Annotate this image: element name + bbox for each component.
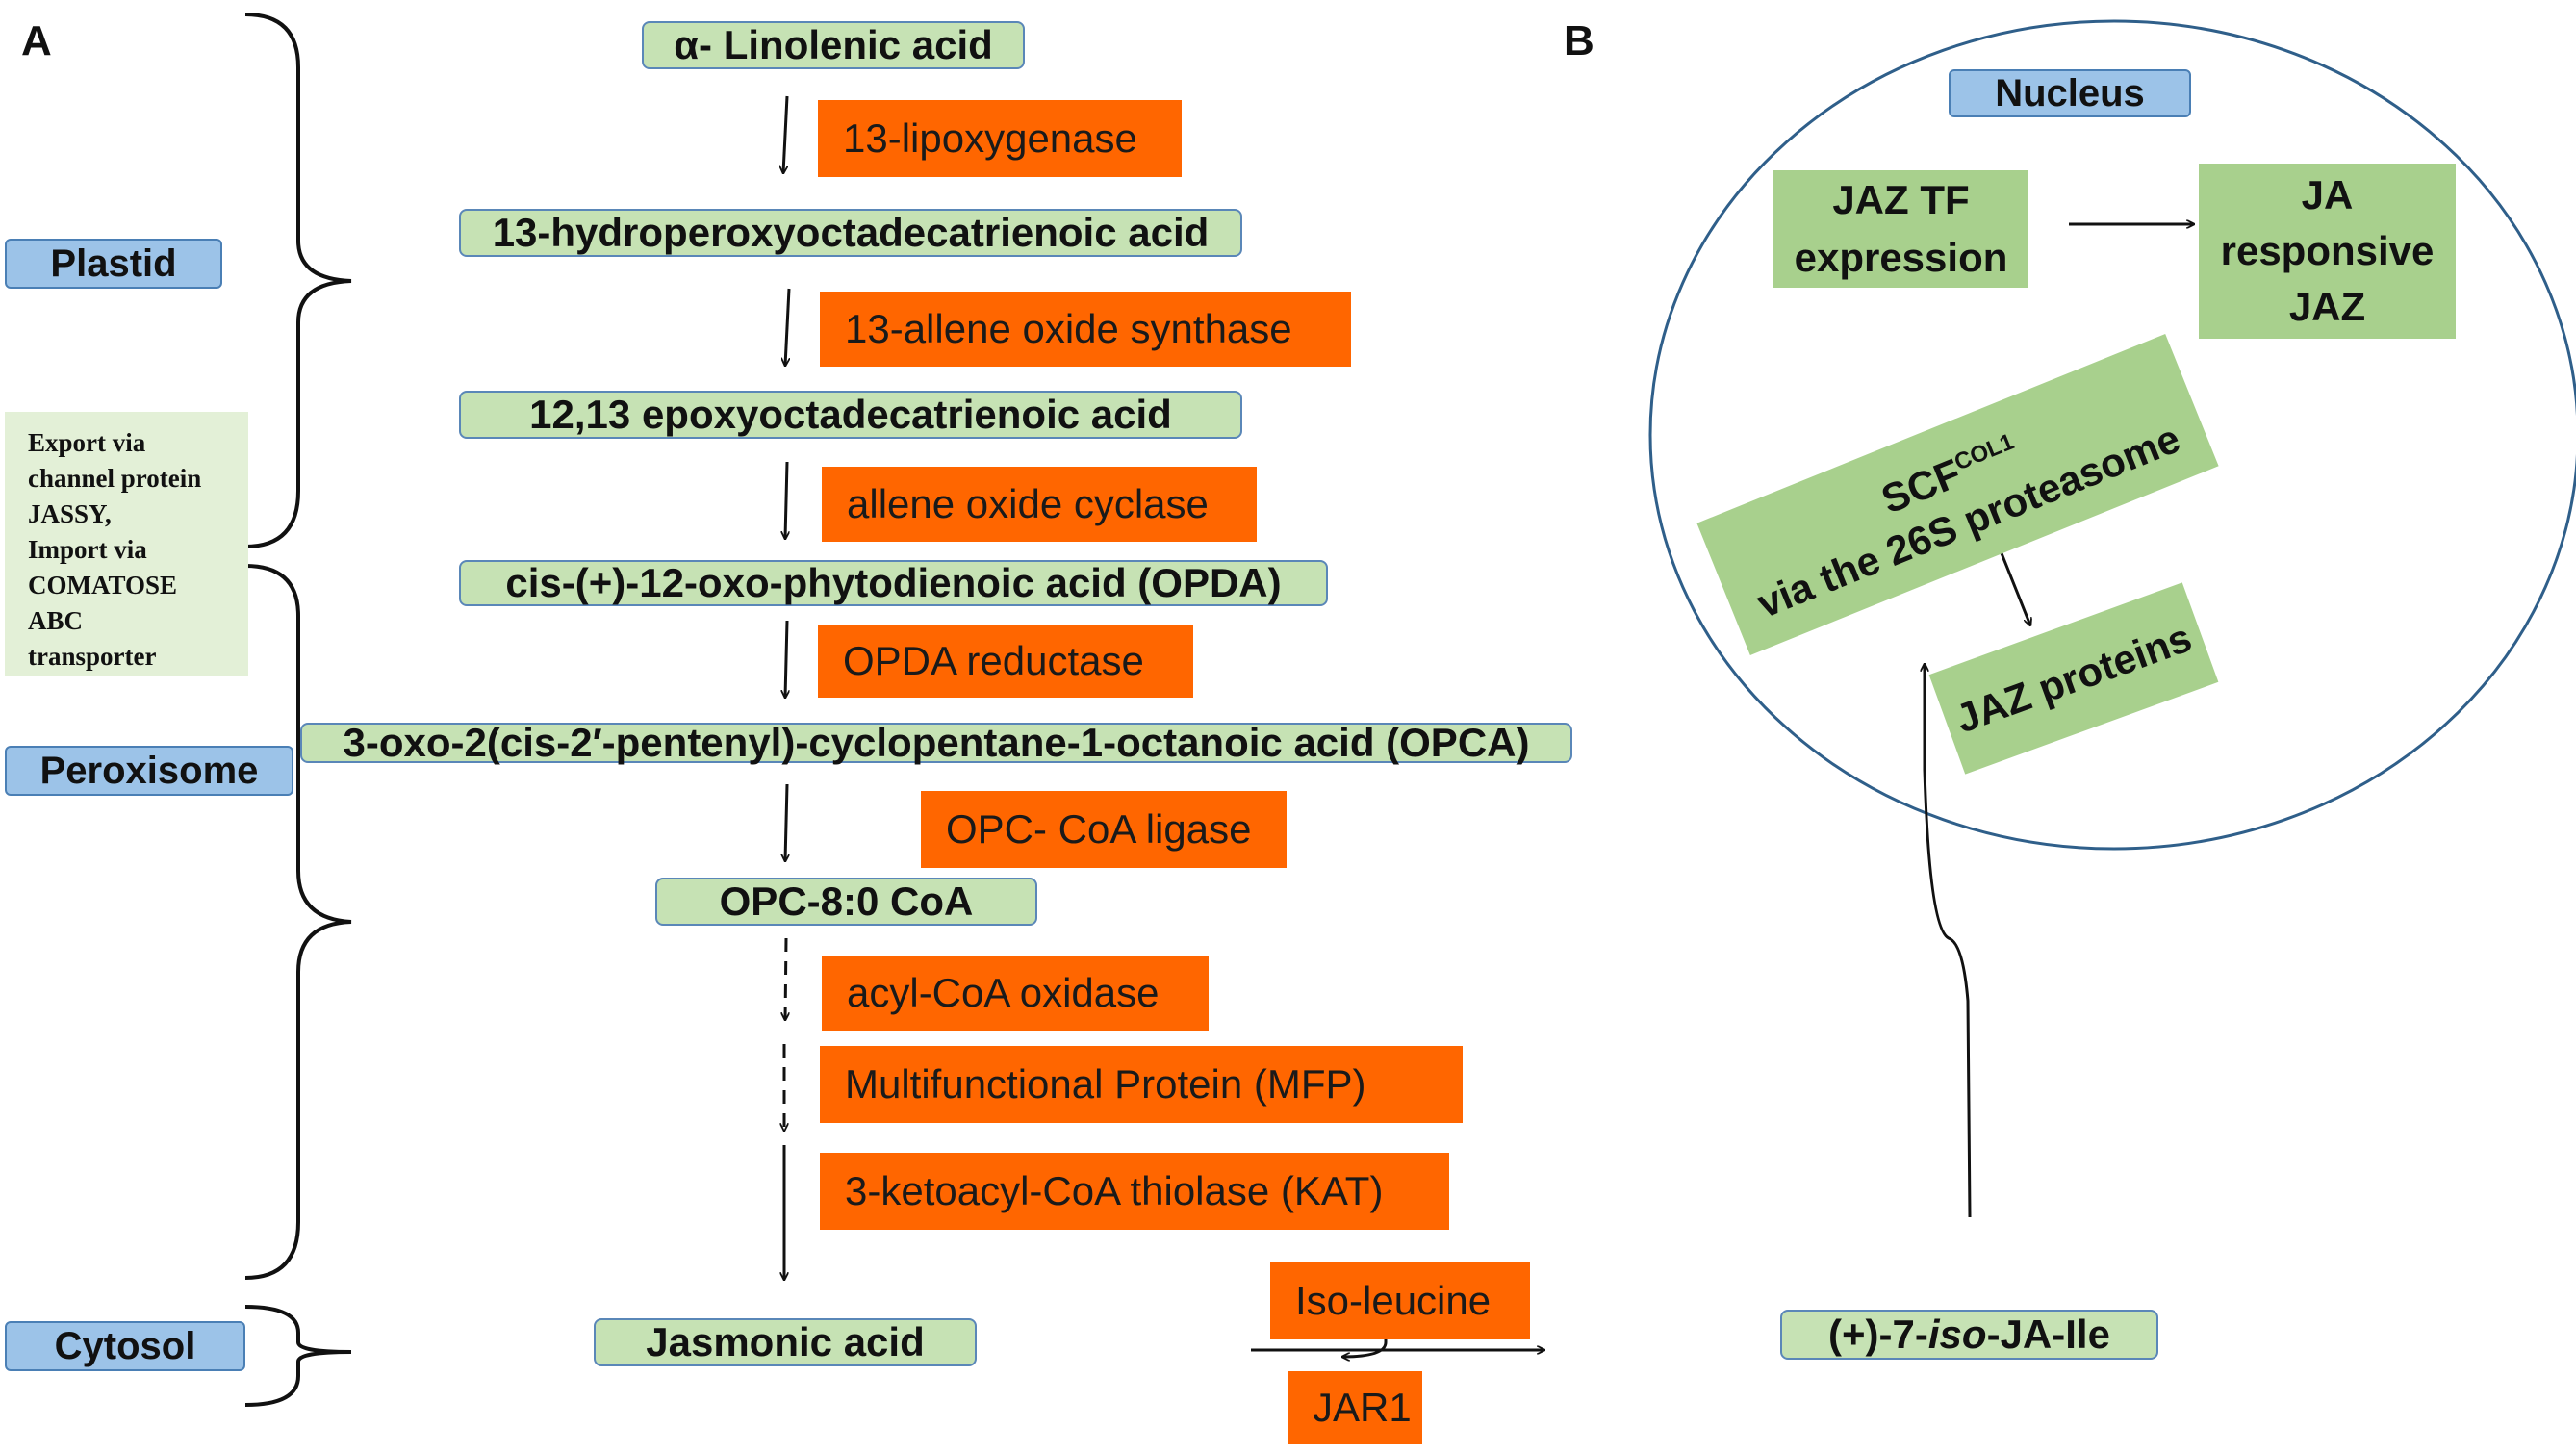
enzyme-jar1: JAR1 [1288,1371,1422,1444]
enzyme-opc-coa-ligase: OPC- CoA ligase [921,791,1287,868]
compartment-cytosol: Cytosol [5,1321,245,1371]
arrow-1 [783,95,789,173]
compartment-peroxisome: Peroxisome [5,746,293,796]
export-import-note: Export via channel protein JASSY, Import… [5,412,248,676]
dashed-arrow-1 [785,937,786,1020]
arrow-5 [785,783,787,861]
ja-responsive-jaz-box: JA responsive JAZ [2199,164,2456,339]
plastid-brace [244,13,352,548]
metabolite-13-hydroperoxy: 13-hydroperoxyoctadecatrienoic acid [459,209,1242,257]
cytosol-brace [244,1305,352,1407]
ja-ile-iso: iso [1927,1312,1987,1357]
enzyme-allene-oxide-cyclase: allene oxide cyclase [822,467,1257,542]
ja-ile-prefix: (+)-7- [1828,1312,1928,1357]
panel-a-label: A [21,17,52,64]
arrow-2 [785,288,791,366]
compartment-plastid: Plastid [5,239,222,289]
substrate-iso-leucine: Iso-leucine [1270,1262,1530,1339]
metabolite-jasmonic-acid: Jasmonic acid [594,1318,977,1366]
scf-to-jaz-proteins-arrow [2000,552,2030,625]
metabolite-opda: cis-(+)-12-oxo-phytodienoic acid (OPDA) [459,560,1328,606]
enzyme-acyl-coa-oxidase: acyl-CoA oxidase [822,956,1209,1031]
jaz-tf-expression-box: JAZ TF expression [1773,170,2028,288]
enzyme-13-allene-oxide-synthase: 13-allene oxide synthase [820,292,1351,367]
ja-ile-to-nucleus-arrow [1925,664,1972,1218]
peroxisome-brace [244,564,352,1280]
enzyme-multifunctional-protein: Multifunctional Protein (MFP) [820,1046,1463,1123]
enzyme-opda-reductase: OPDA reductase [818,625,1193,698]
metabolite-ja-ile: (+)-7-iso-JA-Ile [1780,1310,2158,1360]
arrow-4 [785,620,787,698]
nucleus-circle [1648,19,2576,851]
enzyme-13-lipoxygenase: 13-lipoxygenase [818,100,1182,177]
metabolite-alpha-linolenic-acid: α- Linolenic acid [642,21,1025,69]
enzyme-3-ketoacyl-coa-thiolase: 3-ketoacyl-CoA thiolase (KAT) [820,1153,1449,1230]
metabolite-opc-8-coa: OPC-8:0 CoA [655,878,1037,926]
ja-ile-suffix: -JA-Ile [1986,1312,2110,1357]
isoleucine-hook [1342,1333,1388,1357]
arrow-3 [785,461,787,539]
nucleus-title: Nucleus [1949,69,2191,117]
panel-b-label: B [1564,17,1594,64]
metabolite-opca: 3-oxo-2(cis-2′-pentenyl)-cyclopentane-1-… [300,720,1572,765]
scf-superscript: COL1 [1951,428,2018,476]
metabolite-12-13-epoxy: 12,13 epoxyoctadecatrienoic acid [459,391,1242,439]
